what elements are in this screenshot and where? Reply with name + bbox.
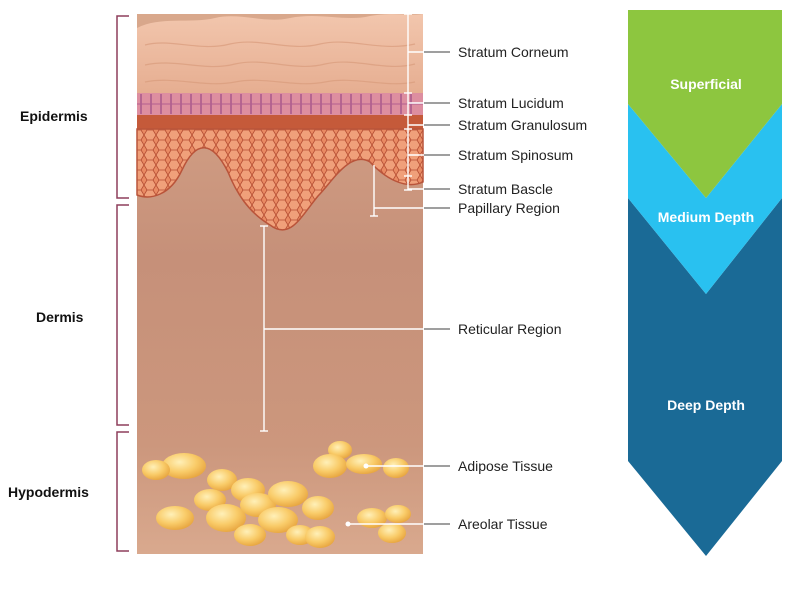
region-label-hypodermis: Hypodermis [8, 484, 89, 500]
fat-cell [385, 505, 411, 523]
depth-label-superficial: Superficial [670, 76, 742, 92]
depth-arrow: Superficial Medium Depth Deep Depth [628, 10, 782, 556]
fat-cell [346, 454, 382, 474]
fat-cell [268, 481, 308, 507]
fat-cell [156, 506, 194, 530]
fat-cell [378, 523, 406, 543]
fat-cell [357, 508, 387, 528]
region-brackets [117, 16, 129, 551]
fat-cell [234, 524, 266, 546]
label-papillary-region: Papillary Region [458, 200, 560, 216]
fat-cell [383, 458, 409, 478]
dermis-bracket [117, 205, 129, 425]
label-stratum-lucidum: Stratum Lucidum [458, 95, 564, 111]
depth-label-medium: Medium Depth [658, 209, 754, 225]
label-reticular-region: Reticular Region [458, 321, 562, 337]
label-areolar-tissue: Areolar Tissue [458, 516, 548, 532]
label-stratum-spinosum: Stratum Spinosum [458, 147, 573, 163]
layer-indicator-tails [424, 52, 450, 524]
fat-cell [302, 496, 334, 520]
adipose-pointer-dot [364, 464, 369, 469]
label-stratum-granulosum: Stratum Granulosum [458, 117, 587, 133]
areolar-pointer-dot [346, 522, 351, 527]
epidermis-bracket [117, 16, 129, 198]
label-stratum-corneum: Stratum Corneum [458, 44, 568, 60]
label-adipose-tissue: Adipose Tissue [458, 458, 553, 474]
stratum-granulosum-layer [137, 115, 423, 129]
depth-label-deep: Deep Depth [667, 397, 745, 413]
fat-cell [305, 526, 335, 548]
fat-cell [142, 460, 170, 480]
hypodermis-bracket [117, 432, 129, 551]
fat-cell [313, 454, 347, 478]
region-label-dermis: Dermis [36, 309, 84, 325]
region-label-epidermis: Epidermis [20, 108, 88, 124]
label-stratum-bascle: Stratum Bascle [458, 181, 553, 197]
